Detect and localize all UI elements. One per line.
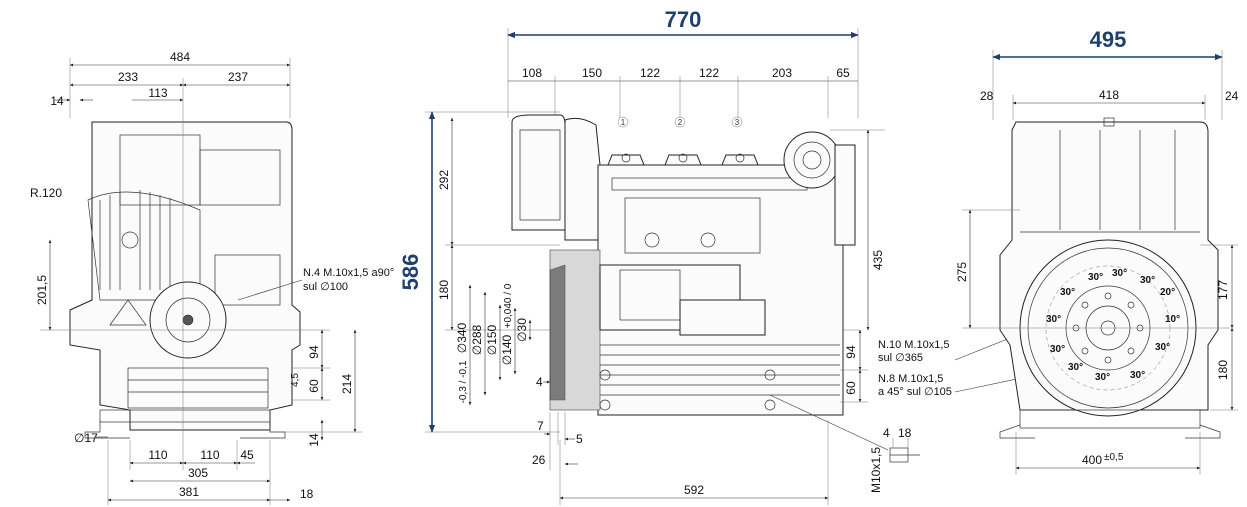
side-dim-94: 94 [844,345,858,359]
front-height-201-5: 201,5 [35,275,49,305]
side-seg-108: 108 [522,66,542,80]
rear-angle-labels: 30° 30° 30° 20° 30° 10° 30° 30° 30° 30° … [1046,268,1180,383]
side-seg-150: 150 [582,66,602,80]
cylinder-3-label: 3 [735,118,740,127]
side-height-overall: 586 [398,254,423,291]
detail-dim-18: 18 [898,426,912,440]
rear-height-177: 177 [1216,280,1230,300]
angle-label-12: 30° [1130,370,1145,381]
side-dia-140: ∅140 [500,334,514,365]
front-base-110-left: 110 [148,448,167,462]
front-dim-small-vert: 4,5 [290,373,301,387]
detail-thread: M10x1,5 [869,447,883,493]
front-width-right: 237 [228,70,248,84]
front-base-381: 381 [179,485,199,499]
angle-label-8: 30° [1050,344,1065,355]
front-view: 484 233 237 113 14 [30,50,394,505]
side-length-overall: 770 [665,7,702,32]
angle-label-9: 30° [1155,342,1170,353]
side-dim-26: 26 [532,453,546,467]
side-note-n10-2: sul ∅365 [878,352,923,364]
front-offset-14: 14 [50,94,64,108]
side-height-435: 435 [871,250,885,270]
side-dia-340: ∅340 [455,322,469,353]
angle-label-1: 30° [1088,272,1103,283]
side-note-n8-2: a 45° sul ∅105 [878,386,952,398]
side-height-180: 180 [437,280,451,300]
detail-dim-4: 4 [883,426,890,440]
side-seg-122a: 122 [640,66,660,80]
front-radius: R.120 [30,186,62,200]
front-flange-note-2: sul ∅100 [303,281,348,293]
rear-base-400: 400 [1082,453,1102,467]
angle-label-3: 30° [1140,275,1155,286]
side-diameter-dims [468,284,532,406]
side-top-ticks [554,76,829,118]
rear-width-overall: 495 [1090,27,1127,52]
front-width-left: 233 [118,70,138,84]
front-dim-60: 60 [307,379,321,393]
side-dia-30: ∅30 [515,318,529,342]
front-width-overall: 484 [170,50,190,64]
side-dim-7: 7 [537,419,544,433]
angle-label-11: 30° [1095,372,1110,383]
side-note-n10-1: N.10 M.10x1,5 [878,339,950,351]
side-dim-592: 592 [684,483,704,497]
cylinder-1-label: 1 [621,118,626,127]
side-dim-5: 5 [576,432,583,446]
side-dia-140-tol: +0,040 / 0 [503,283,514,328]
cylinder-heads [607,153,759,166]
front-base-18: 18 [300,487,314,501]
front-dim-14-bottom: 14 [307,433,321,447]
front-offset-113: 113 [148,86,167,100]
angle-label-4: 20° [1160,287,1175,298]
angle-label-7: 30° [1046,314,1061,325]
thread-detail: 4 18 M10x1,5 [769,394,920,493]
front-hole-dia: ∅17 [74,431,98,445]
angle-label-10: 30° [1068,362,1083,373]
rear-base-400-tol: ±0,5 [1104,452,1124,463]
front-flange-note-1: N.4 M.10x1,5 a90° [303,267,394,279]
side-fins [600,344,840,396]
rear-height-275: 275 [955,262,969,282]
side-note-n8-1: N.8 M.10x1,5 [878,373,943,385]
front-dim-94: 94 [307,345,321,359]
angle-label-5: 30° [1060,287,1075,298]
rear-view: 495 418 28 24 [955,27,1239,475]
side-dim-4: 4 [536,375,543,389]
side-dia-288: ∅288 [470,324,484,355]
front-base-110-right: 110 [200,448,219,462]
angle-label-2: 30° [1112,268,1127,279]
side-seg-122b: 122 [699,66,719,80]
rear-height-180: 180 [1216,360,1230,380]
side-height-292: 292 [437,170,451,190]
side-dia-150: ∅150 [485,324,499,355]
front-dim-214: 214 [340,374,354,394]
side-dia-340-tol: -0,3 / -0,1 [458,360,469,403]
side-seg-203: 203 [772,66,792,80]
rear-offset-28: 28 [980,89,994,103]
side-seg-65: 65 [836,66,850,80]
front-base-305: 305 [188,466,208,480]
fan-grille [99,190,171,290]
side-view: 770 108 150 122 122 203 65 1 2 3 586 292… [398,7,1051,505]
front-base-45: 45 [240,448,254,462]
rear-ribs [1020,130,1200,233]
angle-label-6: 10° [1165,314,1180,325]
rear-width-inner: 418 [1099,88,1119,102]
rear-offset-24: 24 [1225,89,1239,103]
side-dim-60: 60 [844,381,858,395]
cylinder-2-label: 2 [678,118,683,127]
